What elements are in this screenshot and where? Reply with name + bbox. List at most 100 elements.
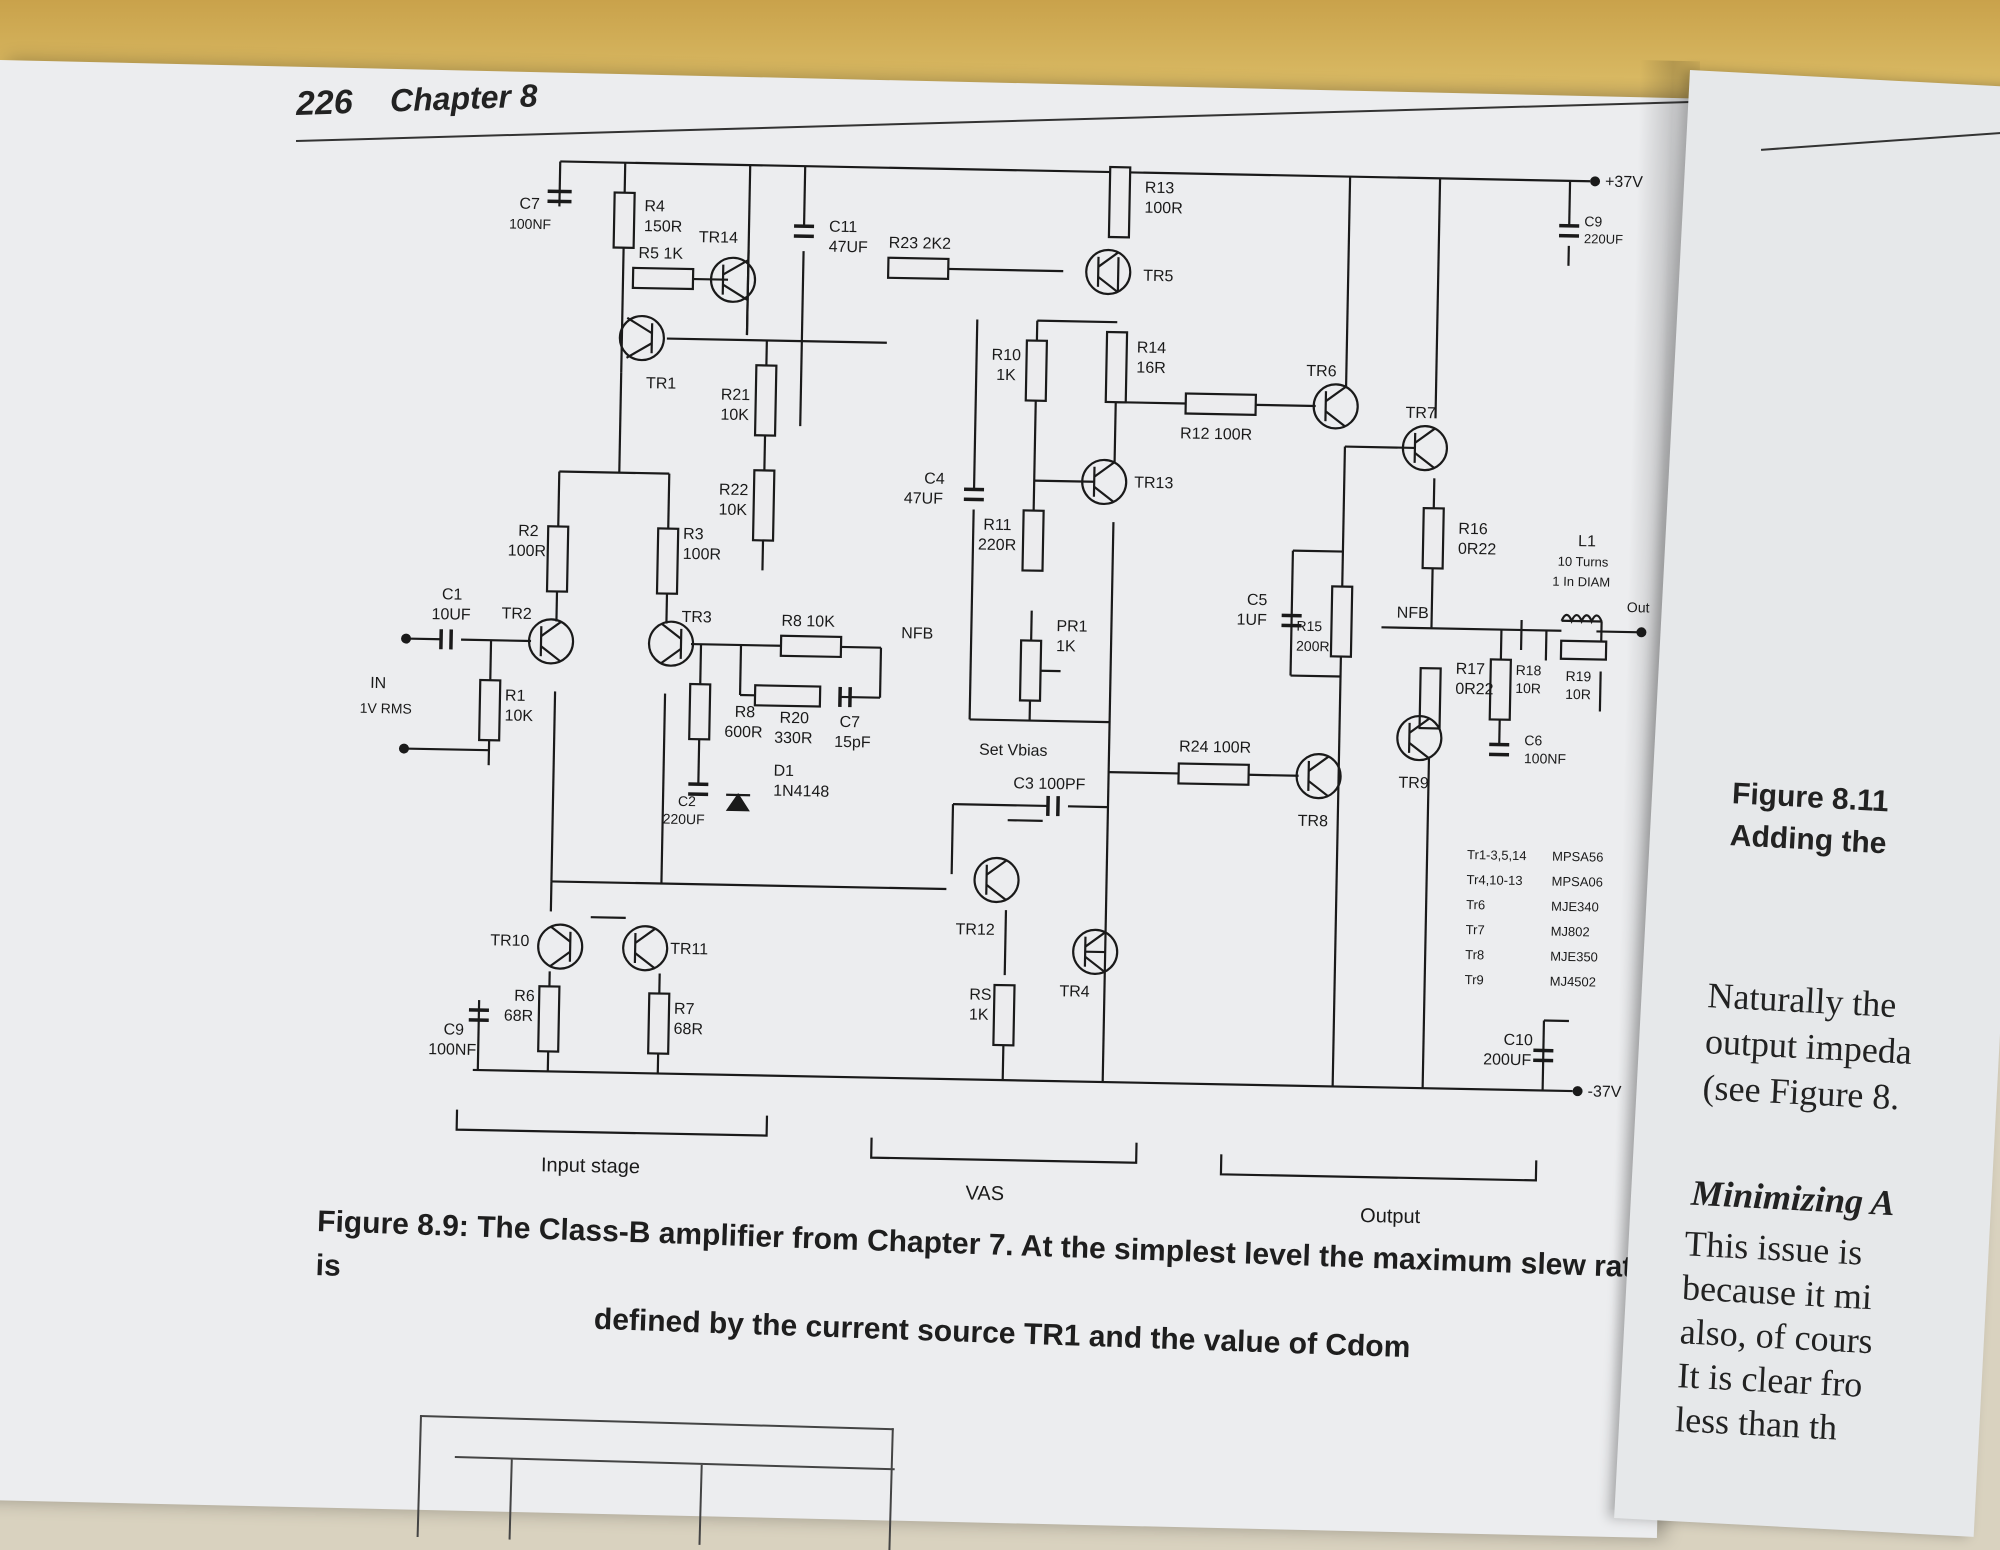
resistor-r10 — [1026, 340, 1047, 400]
resistor-r5 — [633, 268, 693, 289]
label-r8-600r-value: 600R — [724, 724, 763, 742]
ground-terminal — [399, 743, 409, 753]
resistor-r4 — [614, 193, 635, 248]
label-input-level: 1V RMS — [360, 700, 412, 717]
label-tr2: TR2 — [501, 605, 532, 623]
capacitor-c6 — [1489, 744, 1509, 754]
label-tr1: TR1 — [646, 375, 677, 393]
label-r23: R23 2K2 — [889, 235, 952, 253]
positive-supply-terminal — [1590, 176, 1600, 186]
right-page-figure-line-2: Adding the — [1729, 815, 1888, 865]
label-section-output: Output — [1360, 1205, 1421, 1228]
transistor-tr12 — [974, 858, 1019, 903]
label-pr1: PR1 — [1056, 618, 1088, 636]
right-page-figure-caption: Figure 8.11 Adding the — [1729, 773, 1890, 865]
parts-list-ref: Tr9 — [1465, 972, 1484, 987]
resistor-r23 — [888, 258, 948, 279]
right-page-paragraph-1: Naturally the output impeda (see Figure … — [1702, 972, 1916, 1121]
label-c5-value: 1UF — [1236, 612, 1267, 630]
label-r2: R2 — [518, 523, 539, 540]
label-l1-turns: 10 Turns — [1558, 554, 1609, 570]
negative-supply-terminal — [1573, 1086, 1583, 1096]
label-r15: R15 — [1296, 618, 1322, 634]
resistor-r16 — [1423, 508, 1444, 568]
label-r10-value: 1K — [996, 367, 1016, 384]
parts-list-part: MJ4502 — [1550, 974, 1597, 990]
label-supply-neg: -37V — [1587, 1083, 1621, 1101]
label-r15-value: 200R — [1296, 638, 1330, 655]
table-rule — [455, 1456, 895, 1470]
table-column-rule — [698, 1465, 702, 1545]
resistor-r15 — [1331, 586, 1352, 656]
next-figure-table — [417, 1415, 894, 1550]
label-tr9: TR9 — [1398, 775, 1429, 793]
parts-list-ref: Tr4,10-13 — [1466, 872, 1522, 888]
label-d1-value: 1N4148 — [773, 783, 829, 801]
label-c1-value: 10UF — [431, 606, 471, 624]
capacitor-c1 — [441, 629, 451, 649]
transistor-tr10 — [538, 924, 583, 969]
bracket-output — [1221, 1154, 1536, 1180]
label-c6-value: 100NF — [1524, 750, 1566, 767]
right-page-text: (see Figure 8. — [1702, 1064, 1911, 1121]
label-c5: C5 — [1247, 592, 1268, 609]
label-input: IN — [370, 675, 386, 692]
label-c1: C1 — [442, 586, 463, 603]
label-r3-value: 100R — [683, 546, 722, 564]
label-r17-value: 0R22 — [1455, 681, 1494, 699]
resistor-r1 — [479, 680, 500, 740]
input-terminal — [401, 633, 411, 643]
right-page-header-rule — [1761, 126, 2000, 151]
label-rs-value: 1K — [969, 1006, 989, 1023]
right-page-paragraph-2: This issue is because it mi also, of cou… — [1674, 1221, 1878, 1451]
label-tr12: TR12 — [955, 921, 995, 939]
label-r19-value: 10R — [1565, 686, 1591, 702]
label-tr11: TR11 — [670, 941, 708, 959]
label-r4: R4 — [644, 198, 665, 215]
label-r17: R17 — [1456, 661, 1486, 679]
label-r5: R5 1K — [638, 245, 683, 263]
resistor-r24 — [1178, 763, 1248, 784]
label-supply-pos: +37V — [1605, 174, 1643, 192]
label-tr14: TR14 — [699, 229, 739, 247]
label-r1: R1 — [505, 687, 526, 704]
label-r14: R14 — [1137, 340, 1167, 358]
label-nfb-output: NFB — [1397, 605, 1429, 623]
bracket-vas — [871, 1138, 1136, 1163]
label-r18: R18 — [1516, 662, 1542, 678]
resistor-r22 — [753, 470, 774, 540]
right-page-heading: Minimizing A — [1690, 1172, 1896, 1225]
label-l1-diam: 1 In DIAM — [1552, 574, 1610, 590]
capacitor-c3 — [1048, 796, 1058, 816]
label-c4: C4 — [924, 471, 945, 488]
label-r4-value: 150R — [644, 218, 683, 236]
label-l1: L1 — [1578, 533, 1596, 550]
label-c9-top-value: 220UF — [1584, 231, 1623, 247]
label-tr3: TR3 — [681, 609, 712, 627]
label-section-vas: VAS — [965, 1182, 1004, 1205]
label-c10: C10 — [1503, 1032, 1533, 1050]
label-r16-value: 0R22 — [1458, 541, 1497, 559]
parts-list-part: MJE350 — [1550, 949, 1598, 965]
label-c9-bottom-value: 100NF — [428, 1041, 477, 1059]
parts-list-ref: Tr8 — [1465, 947, 1484, 962]
resistor-r19 — [1561, 641, 1606, 660]
label-set-vbias: Set Vbias — [979, 742, 1048, 760]
parts-list-ref: Tr6 — [1466, 897, 1485, 912]
label-r11: R11 — [983, 517, 1012, 535]
label-c2-value: 220UF — [663, 811, 705, 828]
label-c2: C2 — [678, 793, 696, 809]
resistor-r3 — [657, 528, 678, 593]
label-r2-value: 100R — [508, 543, 547, 561]
label-r12: R12 100R — [1180, 425, 1252, 443]
label-r22: R22 — [719, 482, 749, 500]
label-c7-15pf-value: 15pF — [834, 734, 871, 752]
output-terminal — [1636, 627, 1646, 637]
positive-rail — [560, 161, 1590, 181]
diode-d1 — [726, 795, 750, 810]
label-r6: R6 — [514, 988, 535, 1005]
label-c3: C3 100PF — [1013, 775, 1086, 793]
parts-list-part: MJE340 — [1551, 899, 1599, 915]
label-r13: R13 — [1145, 180, 1175, 198]
resistor-r8-10k — [781, 636, 841, 657]
